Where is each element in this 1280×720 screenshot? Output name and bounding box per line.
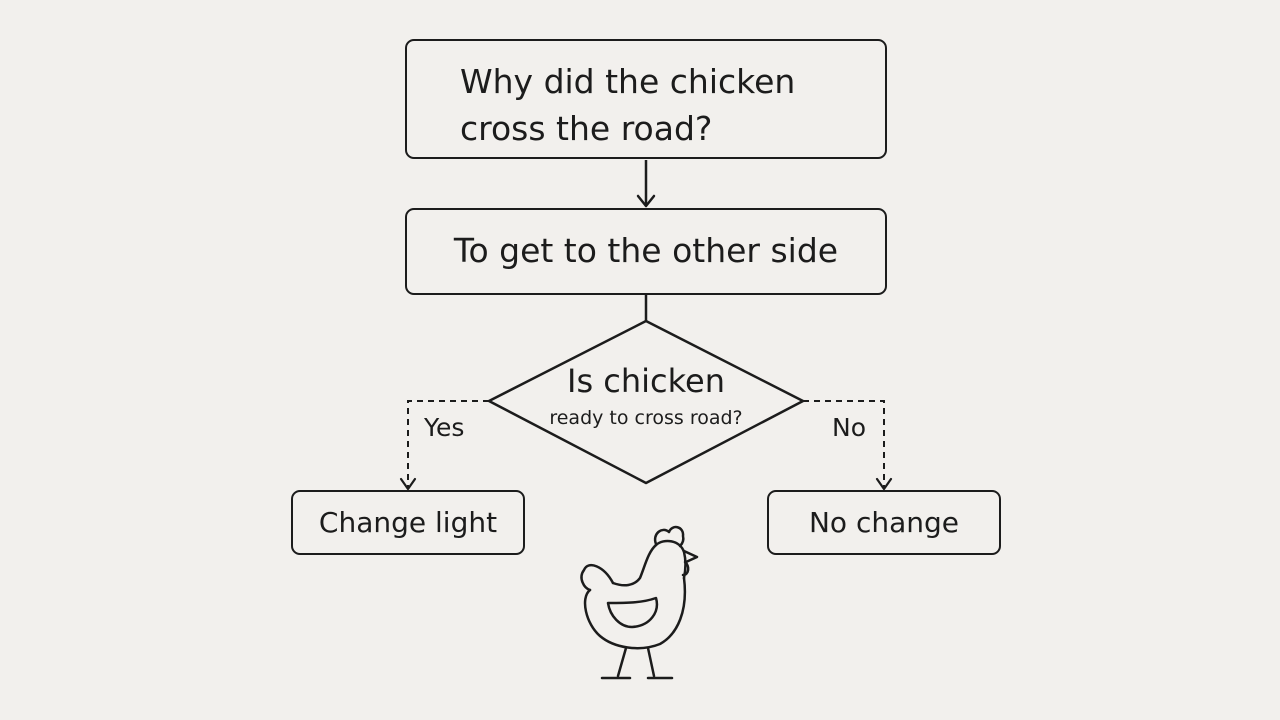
answer-text: To get to the other side [453, 231, 839, 270]
decision-subtitle: ready to cross road? [549, 407, 743, 429]
decision-diamond [487, 319, 805, 485]
change-light-box: Change light [291, 490, 525, 555]
chicken-icon [580, 525, 699, 680]
no-branch-line [803, 400, 885, 487]
question-box: Why did the chicken cross the road? [405, 39, 887, 159]
no-change-box: No change [767, 490, 1001, 555]
yes-label: Yes [424, 413, 465, 442]
no-branch-arrowhead [875, 477, 893, 491]
yes-branch-line [407, 400, 489, 487]
change-light-text: Change light [318, 506, 498, 539]
yes-branch-arrowhead [399, 477, 417, 491]
question-text: Why did the chicken cross the road? [460, 62, 796, 148]
decision-title: Is chicken [567, 362, 725, 400]
arrowhead-question-to-answer [636, 194, 656, 208]
no-label: No [832, 413, 866, 442]
no-change-text: No change [808, 506, 960, 539]
answer-box: To get to the other side [405, 208, 887, 295]
